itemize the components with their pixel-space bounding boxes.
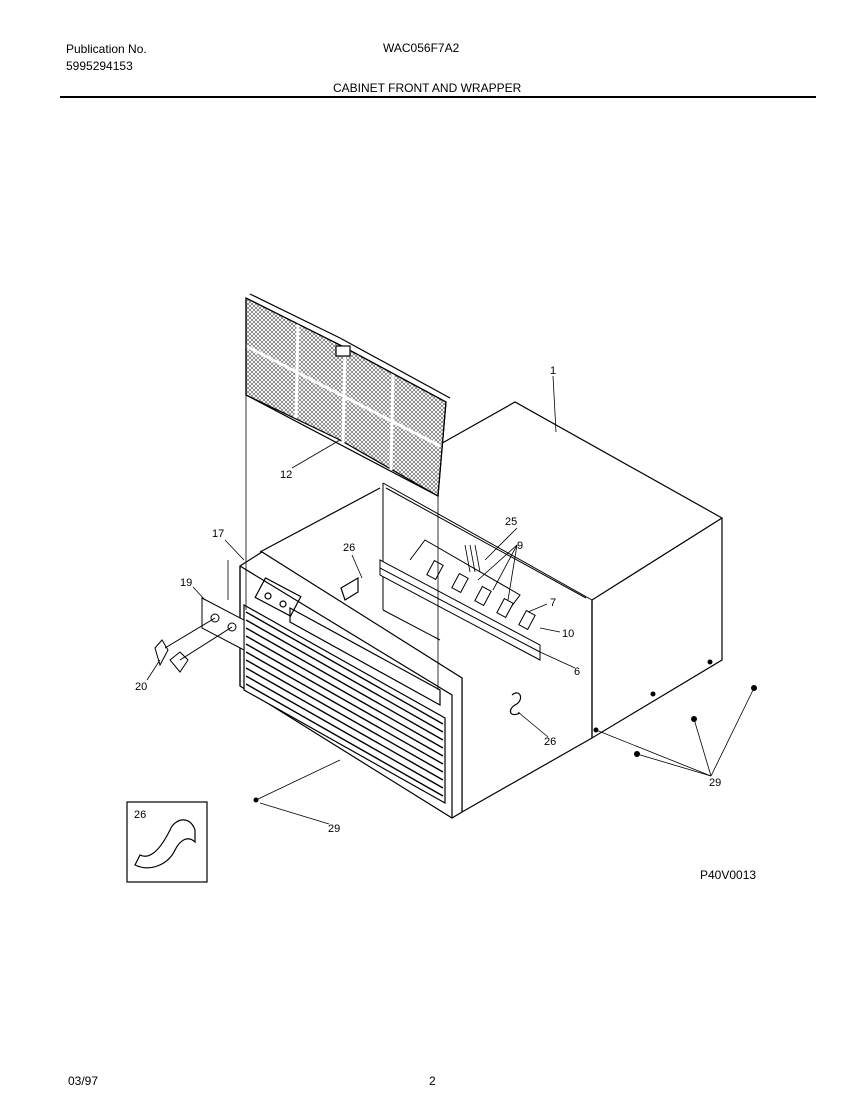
inset-callout-26: 26 — [134, 809, 146, 821]
footer-date: 03/97 — [68, 1074, 99, 1088]
publication-number: 5995294153 — [66, 59, 133, 73]
diagram-reference-code: P40V0013 — [700, 868, 757, 882]
callout-25: 25 — [505, 516, 517, 528]
leader-lines — [146, 375, 755, 825]
callout-7: 7 — [550, 597, 556, 609]
control-assembly — [379, 539, 541, 661]
front-grille — [239, 551, 463, 819]
callout-29-left: 29 — [328, 823, 340, 835]
section-title: CABINET FRONT AND WRAPPER — [333, 81, 522, 95]
dash-lines — [227, 395, 439, 690]
knobs — [154, 617, 233, 673]
clip-26 — [340, 576, 522, 716]
callout-1: 1 — [550, 365, 556, 377]
callout-10: 10 — [562, 628, 574, 640]
page-number: 2 — [429, 1074, 436, 1088]
callout-9: 9 — [517, 540, 523, 552]
callout-19: 19 — [180, 577, 192, 589]
publication-label: Publication No. — [66, 42, 147, 56]
callout-labels: 1 12 25 9 17 26 7 19 10 6 20 26 29 29 — [135, 365, 721, 835]
callout-17: 17 — [212, 528, 224, 540]
model-number: WAC056F7A2 — [383, 41, 460, 55]
callout-12: 12 — [280, 469, 292, 481]
filter-screen — [245, 293, 451, 497]
callout-6: 6 — [574, 666, 580, 678]
callout-26-mid: 26 — [544, 736, 556, 748]
inner-partition — [382, 482, 593, 641]
callout-29-right: 29 — [709, 777, 721, 789]
callout-20: 20 — [135, 681, 147, 693]
detail-inset-26: 26 — [126, 801, 208, 883]
header-rule — [60, 96, 816, 98]
callout-26-top: 26 — [343, 542, 355, 554]
